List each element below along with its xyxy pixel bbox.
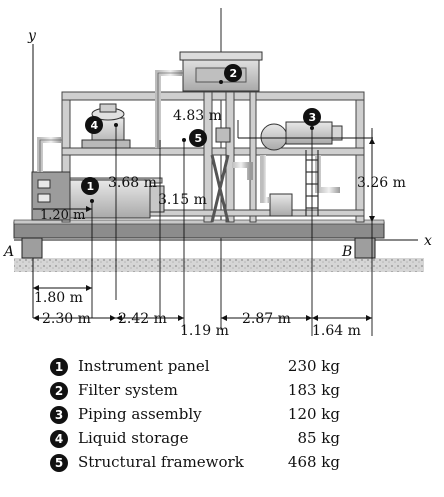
dim-2-30: 2.30 m [42,311,91,327]
legend-row: 1 Instrument panel 230 kg [50,356,340,380]
legend-name: Piping assembly [78,405,202,423]
legend-name: Filter system [78,381,178,399]
frame-bracket [215,127,231,143]
instrument-panel [31,137,165,221]
marker-3: 3 [303,108,321,130]
support-b-label: B [341,244,352,260]
support-a [21,237,43,259]
legend-row: 5 Structural framework 468 kg [50,452,340,476]
dim-2-87: 2.87 m [242,311,291,327]
dim-3-68: 3.68 m [108,175,157,191]
legend-mass: 183 kg [287,381,340,399]
legend-row: 3 Piping assembly 120 kg [50,404,340,428]
skid-top-plate [13,219,385,225]
support-a-label: A [2,244,14,260]
piping-assembly [232,121,343,217]
legend-mass: 85 kg [297,429,340,447]
dim-3-15: 3.15 m [158,192,207,208]
legend-badge: 5 [50,454,68,472]
legend-row: 4 Liquid storage 85 kg [50,428,340,452]
legend-badge: 3 [50,406,68,424]
legend-badge: 4 [50,430,68,448]
dimension-arrows [33,138,375,321]
marker-5: 5 [182,129,207,147]
dimension-lines [33,120,373,336]
x-axis-label: x [424,233,432,249]
legend-name: Structural framework [78,453,244,471]
legend-name: Liquid storage [78,429,189,447]
filter-system [155,51,263,148]
svg-text:3: 3 [309,111,317,124]
svg-text:5: 5 [195,132,203,145]
dim-1-64: 1.64 m [312,323,361,339]
frame-braces [210,154,230,223]
marker-2: 2 [219,64,242,84]
legend-mass: 468 kg [287,453,340,471]
legend-badge: 2 [50,382,68,400]
dim-1-80: 1.80 m [34,290,83,306]
ground [14,258,424,272]
svg-text:4: 4 [91,119,99,132]
marker-1: 1 [81,177,99,203]
legend-badge: 1 [50,358,68,376]
marker-4: 4 [85,116,118,134]
dim-1-20: 1.20 m [40,208,85,223]
svg-text:1: 1 [87,180,95,193]
skid-base [13,221,385,239]
support-b [354,237,376,259]
dim-3-26: 3.26 m [357,175,406,191]
dim-1-19: 1.19 m [180,323,229,339]
y-axis-label: y [27,28,37,44]
legend-mass: 120 kg [287,405,340,423]
svg-text:2: 2 [230,67,238,80]
legend-name: Instrument panel [78,357,210,375]
component-legend: 1 Instrument panel 230 kg 2 Filter syste… [50,356,340,476]
legend-row: 2 Filter system 183 kg [50,380,340,404]
dim-4-83: 4.83 m [173,108,222,124]
dim-2-42: 2.42 m [118,311,167,327]
legend-mass: 230 kg [287,357,340,375]
